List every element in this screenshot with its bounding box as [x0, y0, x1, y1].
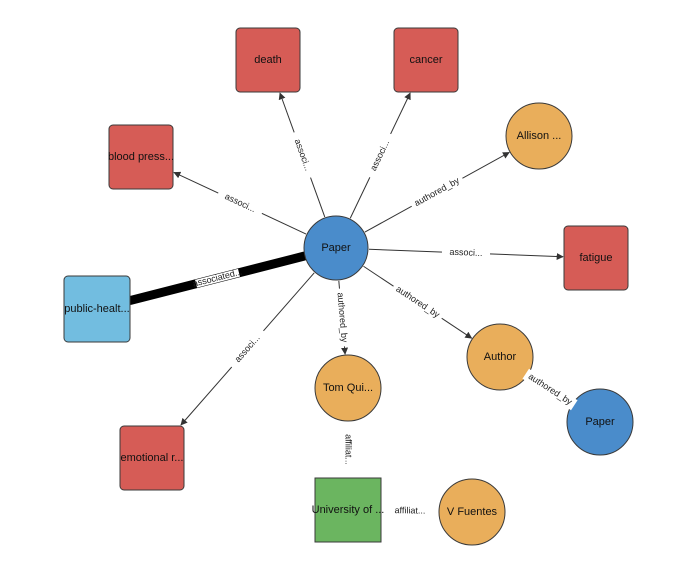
edge-label: authored_by	[412, 175, 461, 208]
node-emotional[interactable]: emotional r...	[119, 425, 185, 491]
edge-label-background	[342, 420, 354, 479]
edge-label: associated...	[192, 267, 243, 289]
edge-paper-to-blood[interactable]: associ...	[173, 171, 307, 235]
node-shape[interactable]	[303, 215, 369, 281]
edge-paper-to-emotional[interactable]: associ...	[180, 272, 315, 426]
node-fuentes[interactable]: V Fuentes	[438, 478, 506, 546]
edge-label-group: authored_by	[333, 288, 351, 347]
node-label: fatigue	[579, 252, 612, 264]
edge-label-group: associ...	[441, 246, 491, 260]
node-label: University of ...	[312, 504, 385, 516]
edge-label-background	[364, 131, 397, 180]
node-label: V Fuentes	[447, 506, 498, 518]
edge-label-background	[380, 504, 440, 518]
edge-label-background	[227, 326, 268, 371]
node-shape[interactable]	[119, 425, 185, 491]
edges-layer: associ...associ...associ...authored_byas…	[126, 92, 578, 518]
node-shape[interactable]	[235, 27, 301, 93]
edge-label-group: associ...	[288, 130, 317, 180]
edge-label-group: authored_by	[522, 368, 578, 411]
node-author2[interactable]: Author	[466, 323, 534, 391]
node-label: Paper	[585, 416, 615, 428]
edge-paper-to-tom[interactable]: authored_by	[333, 280, 351, 355]
node-fatigue[interactable]: fatigue	[563, 225, 629, 291]
edge-label: associ...	[449, 247, 482, 258]
node-label: Paper	[321, 242, 351, 254]
edge-label: associ...	[293, 138, 314, 172]
edge-label-group: associ...	[227, 326, 268, 371]
node-paper2[interactable]: Paper	[566, 388, 634, 456]
node-public[interactable]: public-healt...	[63, 275, 131, 343]
edge-label-background	[215, 187, 265, 219]
edge-label-group: affiliat...	[342, 420, 354, 479]
node-shape[interactable]	[314, 354, 382, 422]
node-allison[interactable]: Allison ...	[505, 102, 573, 170]
node-shape[interactable]	[505, 102, 573, 170]
node-univ[interactable]: University of ...	[312, 477, 385, 543]
edge-label-group: authored_by	[408, 173, 466, 212]
node-label: blood press...	[108, 151, 174, 163]
edge-label-group: associ...	[364, 131, 397, 180]
node-shape[interactable]	[566, 388, 634, 456]
node-label: emotional r...	[121, 452, 184, 464]
edge-paper-to-death[interactable]: associ...	[278, 92, 326, 218]
node-tom[interactable]: Tom Qui...	[314, 354, 382, 422]
edge-label-background	[408, 173, 466, 212]
node-label: cancer	[409, 54, 442, 66]
node-shape[interactable]	[63, 275, 131, 343]
edge-label-background	[522, 368, 578, 411]
edge-label: authored_by	[527, 371, 575, 407]
edge-label: authored_by	[394, 284, 442, 320]
nodes-layer: Paper death cancer blood press... Allison ..…	[63, 27, 634, 546]
node-label: Author	[484, 351, 517, 363]
edge-label-group: affiliat...	[380, 504, 440, 518]
edge-label: authored_by	[335, 292, 349, 343]
edge-label: affiliat...	[344, 434, 354, 465]
edge-label-background	[288, 130, 317, 180]
edge-paper-to-allison[interactable]: authored_by	[364, 151, 510, 233]
edge-paper-to-author2[interactable]: authored_by	[363, 265, 473, 339]
node-shape[interactable]	[393, 27, 459, 93]
node-label: death	[254, 54, 282, 66]
node-death[interactable]: death	[235, 27, 301, 93]
edge-label: affiliat...	[395, 505, 426, 515]
edge-label-background	[390, 281, 446, 324]
edge-label-background	[195, 268, 240, 288]
edge-fuentes-to-univ[interactable]: affiliat...	[380, 504, 440, 518]
edge-paper-to-fatigue[interactable]: associ...	[368, 246, 564, 260]
edge-paper-to-cancer[interactable]: associ...	[349, 92, 411, 219]
edge-label-background	[441, 246, 491, 260]
node-shape[interactable]	[563, 225, 629, 291]
node-shape[interactable]	[438, 478, 506, 546]
node-label: public-healt...	[64, 303, 129, 315]
node-cancer[interactable]: cancer	[393, 27, 459, 93]
edge-label: associ...	[232, 333, 261, 364]
node-shape[interactable]	[108, 124, 174, 190]
edge-label-background	[333, 288, 351, 347]
node-label: Tom Qui...	[323, 382, 373, 394]
edge-label-group: authored_by	[390, 281, 446, 324]
node-shape[interactable]	[314, 477, 382, 543]
node-label: Allison ...	[517, 130, 562, 142]
edge-label-group: associ...	[215, 187, 265, 219]
node-paper[interactable]: Paper	[303, 215, 369, 281]
node-shape[interactable]	[466, 323, 534, 391]
edge-paper-to-public[interactable]: associated...	[126, 251, 309, 305]
node-blood[interactable]: blood press...	[108, 124, 174, 190]
edge-tom-to-univ[interactable]: affiliat...	[342, 420, 354, 479]
edge-label-group: associated...	[192, 267, 243, 289]
